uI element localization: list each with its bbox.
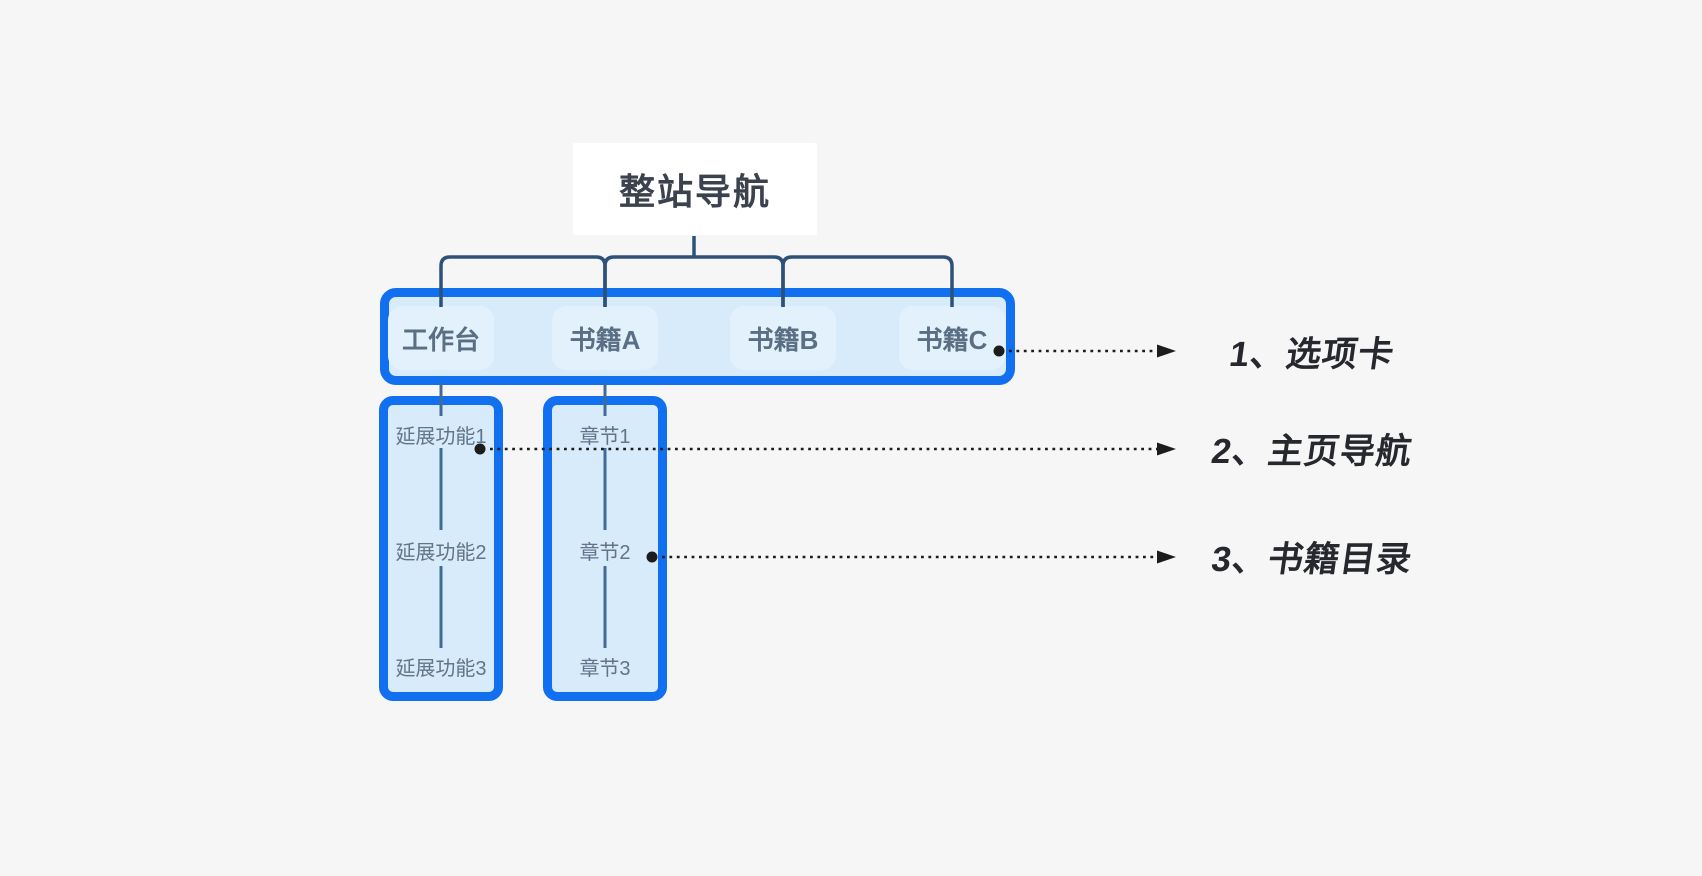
tab-book-a[interactable]: 书籍A [552, 306, 658, 370]
menu-item-chapter-3[interactable]: 章节3 [579, 657, 631, 680]
annotation-home-nav: 2、主页导航 [1209, 431, 1416, 471]
tab-book-b[interactable]: 书籍B [730, 306, 836, 370]
callout-arrowhead-2 [1157, 442, 1176, 456]
root-node: 整站导航 [573, 143, 817, 235]
menu-item-extended-3[interactable]: 延展功能3 [395, 657, 487, 680]
annotation-book-toc: 3、书籍目录 [1209, 539, 1416, 579]
root-node-label: 整站导航 [618, 171, 771, 212]
tab-label: 书籍C [916, 324, 988, 355]
tab-label: 书籍A [569, 324, 641, 355]
menu-item-chapter-2[interactable]: 章节2 [579, 541, 631, 564]
menu-item-extended-2[interactable]: 延展功能2 [395, 541, 487, 564]
callout-arrowhead-1 [1157, 344, 1176, 358]
annotation-tabs: 1、选项卡 [1227, 334, 1398, 374]
tab-book-c[interactable]: 书籍C [899, 306, 1005, 370]
tab-label: 书籍B [747, 324, 819, 355]
tab-workbench[interactable]: 工作台 [388, 306, 494, 370]
tab-label: 工作台 [401, 324, 480, 355]
callout-arrowhead-3 [1157, 550, 1176, 564]
workbench-submenu: 延展功能1 延展功能2 延展功能3 [379, 396, 503, 701]
book-a-chapter-menu: 章节1 章节2 章节3 [543, 396, 667, 701]
menu-item-extended-1[interactable]: 延展功能1 [395, 425, 487, 448]
menu-item-chapter-1[interactable]: 章节1 [579, 425, 631, 448]
